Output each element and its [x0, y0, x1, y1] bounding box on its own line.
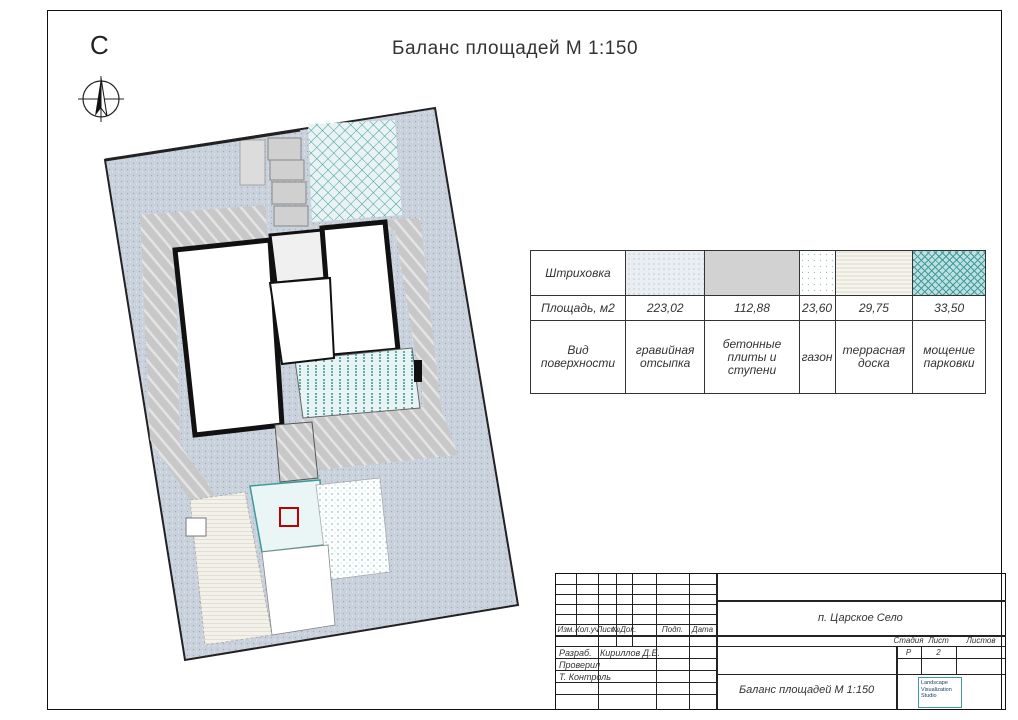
sheets-value: [956, 646, 1006, 658]
row-label-area: Площадь, м2: [530, 294, 626, 322]
header-doc: №Док.: [611, 625, 637, 634]
role-developer: Разраб.: [559, 648, 592, 658]
header-qty: Кол.уч: [575, 625, 599, 634]
area-balance-table: Штриховка Площадь, м2 223,02 112,88 23,6…: [530, 250, 986, 394]
sheet-label: Лист: [928, 636, 949, 645]
title-block: Изм. Кол.уч Лист №Док. Подп. Дата Разраб…: [555, 573, 1006, 710]
studio-logo: Landscape Visualization Studio: [918, 677, 962, 708]
sheets-label: Листов: [966, 636, 996, 645]
site-plan: [103, 106, 520, 662]
page-title: Баланс площадей М 1:150: [392, 38, 639, 59]
surface-type: гравийная отсыпка: [624, 320, 706, 394]
area-value: 33,50: [912, 294, 986, 322]
hatch-swatch-deck: [834, 250, 914, 296]
role-control: Т. Контроль: [559, 672, 611, 682]
row-label-hatch: Штриховка: [530, 250, 626, 296]
surface-type: бетонные плиты и ступени: [704, 320, 800, 394]
table-row: Площадь, м2 223,02 112,88 23,60 29,75 33…: [530, 294, 986, 322]
drawing-frame: [47, 10, 1002, 710]
header-date: Дата: [691, 625, 714, 634]
hatch-swatch-concrete: [704, 250, 800, 296]
stage-value: Р: [905, 647, 912, 657]
area-value: 29,75: [834, 294, 914, 322]
hatch-swatch-gravel: [624, 250, 706, 296]
surface-type: газон: [798, 320, 836, 394]
table-row: Штриховка: [530, 250, 986, 296]
north-letter: С: [90, 30, 109, 60]
logo-line: Landscape: [921, 680, 948, 686]
area-value: 223,02: [624, 294, 706, 322]
project-location: п. Царское Село: [818, 612, 903, 624]
area-value: 112,88: [704, 294, 800, 322]
header-sign: Подп.: [661, 625, 684, 634]
table-row: Вид поверхности гравийная отсыпка бетонн…: [530, 320, 986, 394]
drawing-title: Баланс площадей М 1:150: [739, 684, 875, 696]
hatch-swatch-paving: [912, 250, 986, 296]
north-arrow-icon: [78, 76, 124, 122]
surface-type: мощение парковки: [912, 320, 986, 394]
logo-line: Studio: [921, 693, 937, 699]
header-sheet: Лист: [596, 625, 618, 634]
area-value: 23,60: [798, 294, 836, 322]
stage-label: Стадия: [893, 636, 924, 645]
role-checked: Проверил: [559, 660, 601, 670]
name-developer: Кириллов Д.Е.: [600, 648, 661, 658]
row-label-surface: Вид поверхности: [530, 320, 626, 394]
header-change: Изм.: [557, 625, 575, 634]
sheet-value: 2: [936, 647, 941, 657]
hatch-swatch-lawn: [798, 250, 836, 296]
logo-line: Visualization: [921, 686, 952, 693]
surface-type: террасная доска: [834, 320, 914, 394]
